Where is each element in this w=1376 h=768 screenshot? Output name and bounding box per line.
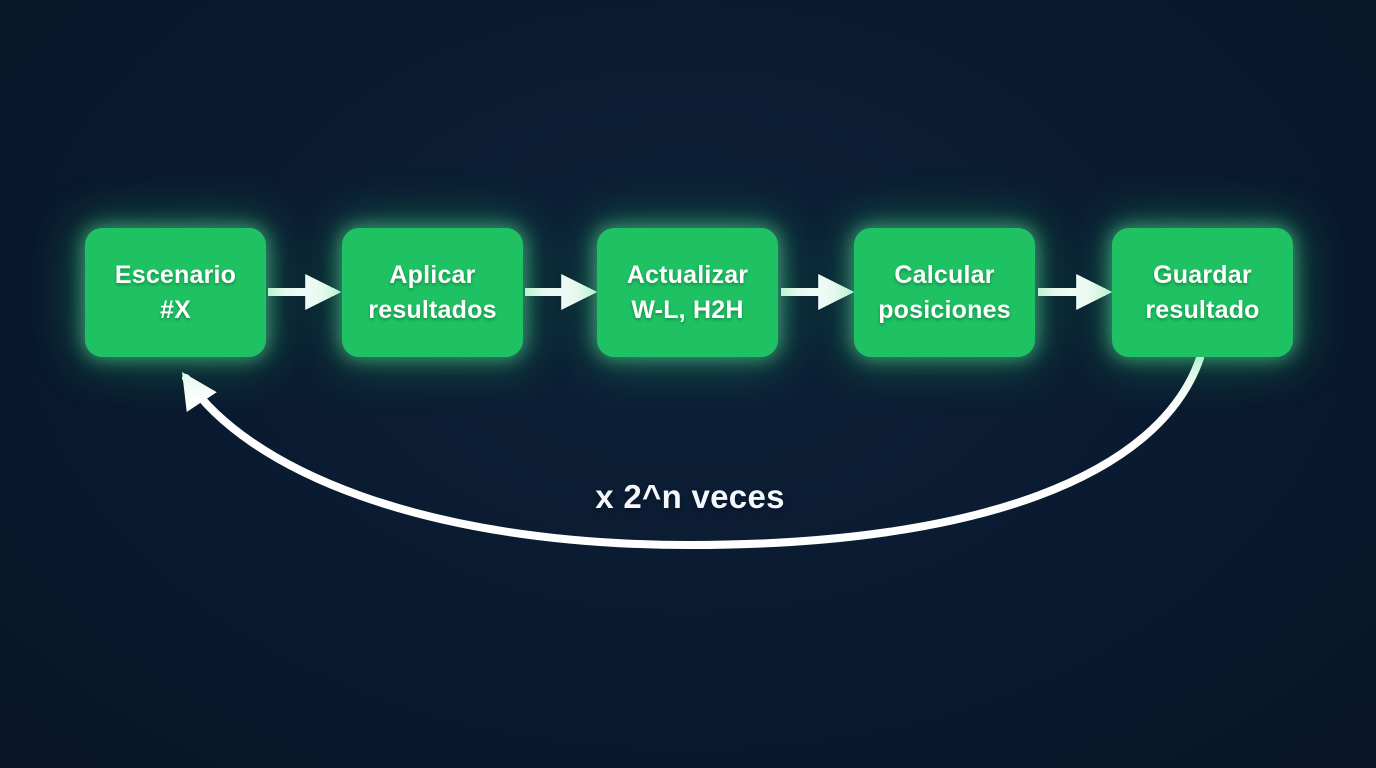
node-calcular-posiciones-label: Calcular posiciones bbox=[878, 261, 1011, 324]
node-escenario-label: Escenario #X bbox=[114, 261, 237, 324]
loop-repeat-label: x 2^n veces bbox=[595, 478, 785, 515]
node-guardar-resultado-label: Guardar resultado bbox=[1145, 261, 1260, 324]
node-actualizar-wl-h2h-label: Actualizar W-L, H2H bbox=[626, 261, 749, 324]
node-actualizar-wl-h2h[interactable]: Actualizar W-L, H2H bbox=[597, 228, 778, 357]
arrow-loop-back bbox=[182, 354, 1204, 550]
node-aplicar-resultados[interactable]: Aplicar resultados bbox=[342, 228, 523, 357]
node-escenario[interactable]: Escenario #X bbox=[85, 228, 266, 357]
node-guardar-resultado[interactable]: Guardar resultado bbox=[1112, 228, 1293, 357]
node-calcular-posiciones[interactable]: Calcular posiciones bbox=[854, 228, 1035, 357]
node-aplicar-resultados-label: Aplicar resultados bbox=[368, 261, 497, 324]
